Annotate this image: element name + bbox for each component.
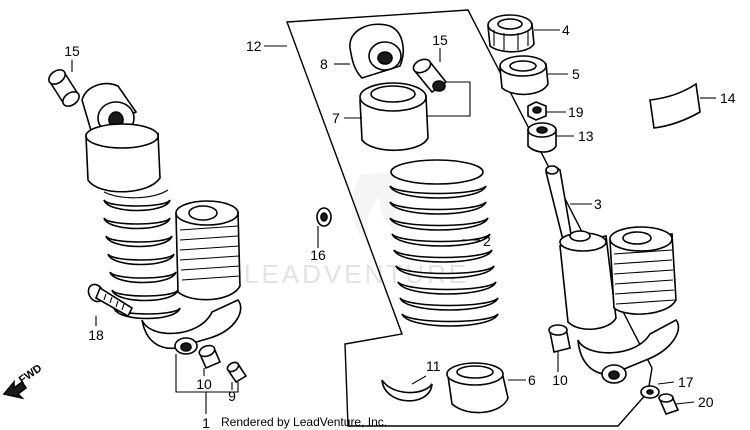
washer-part-16 xyxy=(316,207,332,227)
collar-part-9 xyxy=(226,361,248,384)
leader-lines xyxy=(71,29,716,414)
washer-part-17 xyxy=(640,385,660,399)
callout-5: 5 xyxy=(572,66,580,82)
spring-part-2 xyxy=(389,159,499,327)
callout-8: 8 xyxy=(320,56,328,72)
callout-7: 7 xyxy=(332,110,340,126)
callout-2: 2 xyxy=(483,233,491,249)
assembled-spring-coils xyxy=(103,189,181,320)
bushing-part-10-right xyxy=(548,324,571,353)
assembled-reservoir xyxy=(175,200,241,301)
bolt-part-18 xyxy=(87,283,134,318)
callout-3: 3 xyxy=(594,196,602,212)
upper-joint-part-8 xyxy=(349,23,404,79)
spring-guide-part-7 xyxy=(359,82,429,152)
collar-part-20 xyxy=(658,393,680,415)
callout-15-center: 15 xyxy=(432,32,448,48)
nut-part-19 xyxy=(527,101,547,121)
label-sticker-part-14 xyxy=(649,82,701,129)
callout-numbers: 1 2 3 4 5 6 7 8 9 10 10 11 12 13 14 15 1… xyxy=(64,22,736,430)
adjuster-part-5 xyxy=(499,55,549,96)
callout-14: 14 xyxy=(720,90,736,106)
lower-seat-part-6 xyxy=(446,362,509,414)
callout-17: 17 xyxy=(678,374,694,390)
assembled-shock-absorber xyxy=(48,69,242,355)
fwd-label: FWD xyxy=(17,362,44,386)
damper-part-3 xyxy=(545,165,680,384)
callout-10-left: 10 xyxy=(196,376,212,392)
bushing-part-10-left xyxy=(198,344,222,370)
callout-18: 18 xyxy=(88,327,104,343)
locknut-part-4 xyxy=(487,14,535,53)
callout-19: 19 xyxy=(568,104,584,120)
callout-6: 6 xyxy=(528,372,536,388)
spring-clip-part-11 xyxy=(381,379,433,402)
callout-9: 9 xyxy=(228,388,236,404)
callout-4: 4 xyxy=(562,22,570,38)
forward-direction-arrow xyxy=(2,379,28,400)
callout-16: 16 xyxy=(310,247,326,263)
watermark-logo xyxy=(351,172,397,250)
callout-10-right: 10 xyxy=(552,372,568,388)
nut-part-13 xyxy=(527,122,557,153)
callout-12: 12 xyxy=(246,38,262,54)
callout-15-left: 15 xyxy=(64,43,80,59)
callout-1: 1 xyxy=(202,415,210,430)
callout-11: 11 xyxy=(426,358,441,374)
bushing-part-15 xyxy=(48,69,80,107)
callout-20: 20 xyxy=(698,394,714,410)
render-credit: Rendered by LeadVenture, Inc. xyxy=(221,415,387,429)
callout-13: 13 xyxy=(578,128,594,144)
